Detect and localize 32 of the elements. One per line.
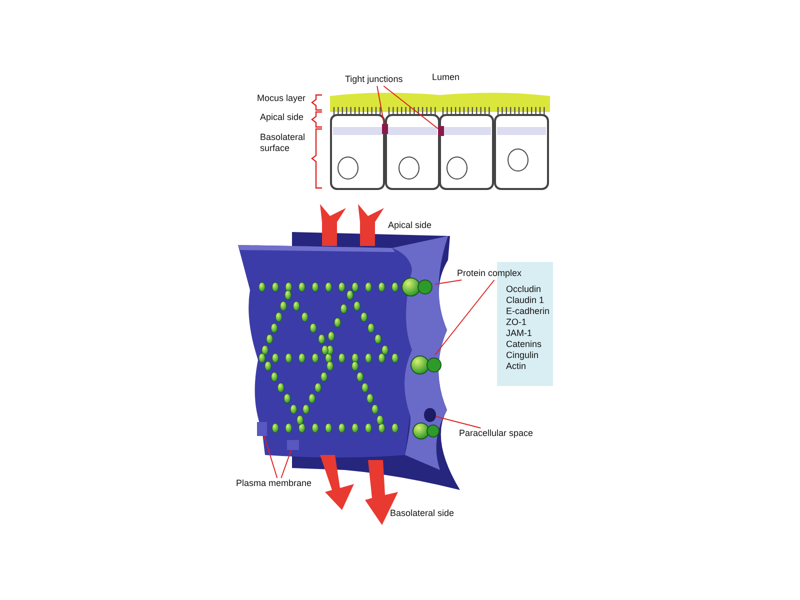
label-text: Basolateral surface [260, 132, 306, 154]
protein-name: Catenins [506, 339, 543, 350]
protein-name: Claudin 1 [506, 295, 546, 306]
paracellular-gap [424, 408, 436, 422]
protein-complex [410, 355, 444, 375]
protein-complex [401, 277, 435, 297]
callout-label: Paracellular space [459, 428, 549, 439]
tight-junction [382, 124, 388, 134]
protein-name: Cingulin [506, 350, 540, 361]
label-text: Basolateral side [390, 508, 454, 519]
leader-line [264, 436, 278, 478]
tight-junction [438, 126, 444, 136]
callout-label: Protein complex [457, 268, 541, 279]
membrane-edge [287, 440, 299, 450]
leader-line [280, 450, 292, 478]
leader-line [436, 416, 482, 428]
leader-line [434, 280, 495, 356]
protein-name: ZO-1 [506, 317, 528, 328]
membrane-edge [257, 422, 267, 436]
leader-line [383, 86, 438, 130]
label-text: Apical side [260, 112, 304, 123]
protein-name: E-cadherin [506, 306, 551, 317]
protein-name: JAM-1 [506, 328, 534, 339]
leader-line [434, 280, 462, 285]
protein-name: Actin [506, 361, 528, 372]
callout-label: Tight junctions [345, 74, 407, 85]
label-text: Apical side [388, 220, 432, 231]
leader-line [376, 86, 385, 124]
protein-name: Occludin [506, 284, 542, 295]
callout-label: Plasma membrane [236, 478, 322, 489]
label-text: Lumen [432, 72, 460, 83]
label-text: Mocus layer [257, 93, 306, 104]
